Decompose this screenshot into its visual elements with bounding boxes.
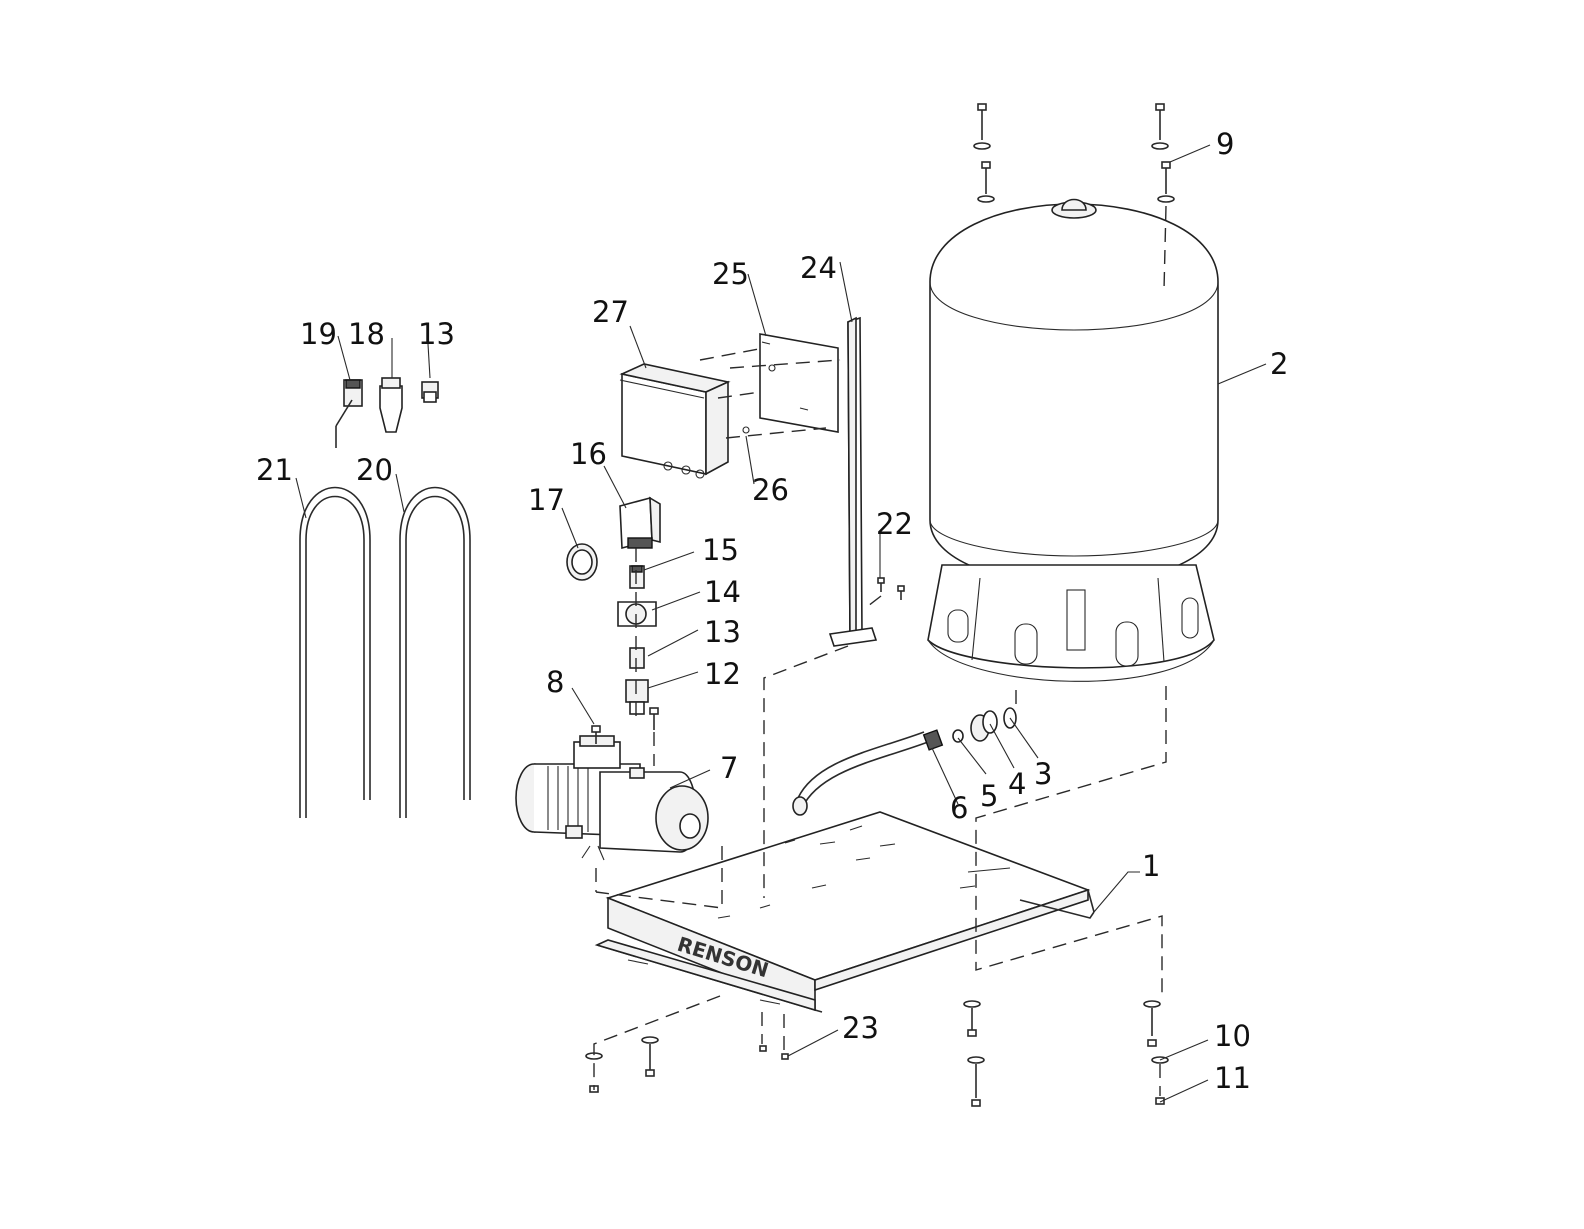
callout-19: 19 bbox=[300, 317, 337, 351]
pressure-tank bbox=[927, 198, 1219, 682]
callout-1: 1 bbox=[1142, 849, 1160, 883]
callout-12: 12 bbox=[704, 657, 741, 691]
callout-15: 15 bbox=[702, 533, 739, 567]
callout-16: 16 bbox=[570, 437, 607, 471]
pump bbox=[515, 735, 709, 861]
callout-23: 23 bbox=[842, 1011, 879, 1045]
feet-hardware bbox=[585, 1000, 1169, 1107]
u-rods bbox=[299, 486, 471, 818]
callout-14: 14 bbox=[704, 575, 741, 609]
tank-bolts bbox=[973, 103, 1175, 291]
mounting-plate bbox=[742, 333, 839, 434]
callout-11: 11 bbox=[1214, 1061, 1251, 1095]
callout-13-valve: 13 bbox=[418, 317, 455, 351]
pump-screws bbox=[591, 707, 659, 744]
callout-17: 17 bbox=[528, 483, 565, 517]
callout-8: 8 bbox=[546, 665, 564, 699]
callout-13: 13 bbox=[704, 615, 741, 649]
fitting-stack bbox=[617, 565, 657, 715]
callout-18: 18 bbox=[348, 317, 385, 351]
callout-labels: 1 2 3 4 5 6 7 8 9 10 11 12 13 13 14 15 1… bbox=[256, 127, 1288, 1095]
callout-4: 4 bbox=[1008, 767, 1026, 801]
post-screws bbox=[877, 577, 905, 600]
callout-10: 10 bbox=[1214, 1019, 1251, 1053]
callout-22: 22 bbox=[876, 507, 913, 541]
callout-26: 26 bbox=[752, 473, 789, 507]
callout-25: 25 bbox=[712, 257, 749, 291]
assembly-lines bbox=[593, 645, 1167, 1096]
base-plate bbox=[594, 811, 1095, 1013]
callout-24: 24 bbox=[800, 251, 837, 285]
callout-7: 7 bbox=[720, 751, 738, 785]
callout-21: 21 bbox=[256, 453, 293, 487]
hose-assembly bbox=[792, 707, 1017, 816]
control-box bbox=[619, 363, 731, 479]
callout-20: 20 bbox=[356, 453, 393, 487]
pressure-switch bbox=[619, 496, 661, 550]
mounting-post bbox=[828, 316, 878, 647]
callout-2: 2 bbox=[1270, 347, 1288, 381]
callout-6: 6 bbox=[950, 791, 968, 825]
leader-lines bbox=[295, 144, 1267, 1103]
callout-9: 9 bbox=[1216, 127, 1234, 161]
pressure-gauge bbox=[566, 543, 598, 581]
callout-27: 27 bbox=[592, 295, 629, 329]
callout-5: 5 bbox=[980, 779, 998, 813]
valve-group bbox=[335, 377, 439, 448]
callout-3: 3 bbox=[1034, 757, 1052, 791]
